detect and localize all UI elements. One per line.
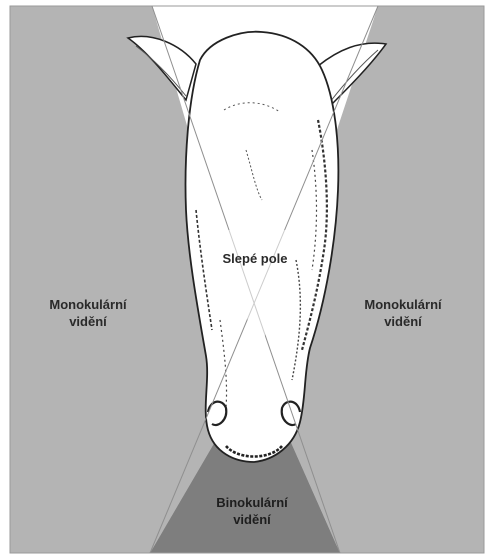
binocular-line-1: Binokulární bbox=[204, 494, 300, 511]
monocular-left-line-1: Monokulární bbox=[38, 296, 138, 313]
monocular-left-line-2: vidění bbox=[38, 313, 138, 330]
monocular-vision-left-label: Monokulární vidění bbox=[38, 296, 138, 330]
monocular-right-line-2: vidění bbox=[347, 313, 459, 330]
monocular-vision-right-label: Monokulární vidění bbox=[347, 296, 459, 330]
monocular-right-line-1: Monokulární bbox=[347, 296, 459, 313]
blind-field-label: Slepé pole bbox=[215, 250, 295, 267]
binocular-line-2: vidění bbox=[204, 511, 300, 528]
binocular-vision-label: Binokulární vidění bbox=[204, 494, 300, 528]
blind-field-text: Slepé pole bbox=[215, 250, 295, 267]
